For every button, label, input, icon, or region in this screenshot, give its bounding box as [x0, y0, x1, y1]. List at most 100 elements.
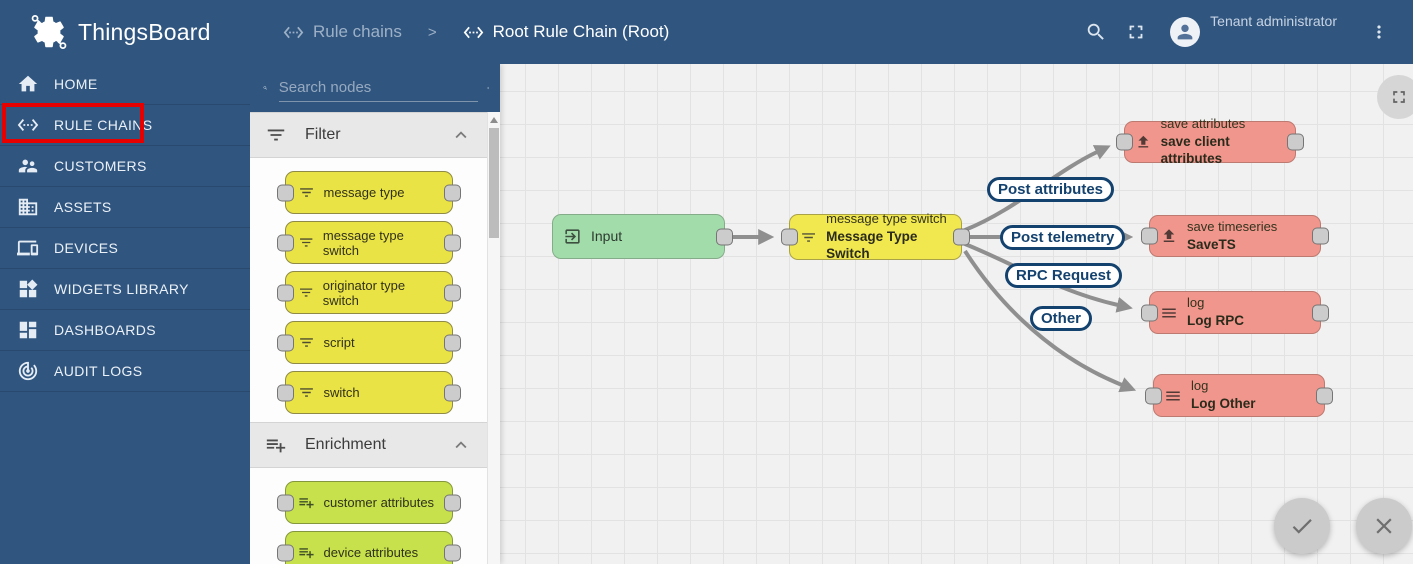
- node-input-connector[interactable]: [781, 228, 798, 246]
- canvas-node-message-type-switch[interactable]: message type switch Message Type Switch: [781, 211, 970, 261]
- palette-node-switch[interactable]: switch: [276, 371, 461, 414]
- sidebar-item-customers[interactable]: CUSTOMERS: [0, 146, 250, 187]
- scrollbar-thumb[interactable]: [489, 128, 499, 238]
- canvas-node-savets[interactable]: save timeseries SaveTS: [1141, 215, 1329, 257]
- node-output-connector[interactable]: [443, 234, 461, 251]
- node-input-connector[interactable]: [1116, 133, 1133, 151]
- rule-chains-icon: [17, 119, 39, 131]
- devices-icon: [17, 240, 39, 256]
- apply-changes-button[interactable]: [1274, 498, 1330, 554]
- node-input-connector[interactable]: [276, 494, 294, 511]
- node-input-connector[interactable]: [276, 234, 294, 251]
- canvas-node-log-other[interactable]: log Log Other: [1145, 374, 1333, 417]
- node-output-connector[interactable]: [443, 384, 461, 401]
- customers-icon: [18, 159, 38, 173]
- sidebar-item-audit-logs[interactable]: AUDIT LOGS: [0, 351, 250, 392]
- palette-node-message-type[interactable]: message type: [276, 171, 461, 214]
- node-output-connector[interactable]: [716, 228, 733, 245]
- palette-node-originator-type-switch[interactable]: originator type switch: [276, 271, 461, 314]
- widgets-icon: [19, 279, 38, 298]
- person-icon: [1177, 24, 1193, 40]
- breadcrumb-rule-chains[interactable]: Rule chains: [283, 22, 402, 43]
- search-icon: [263, 86, 268, 90]
- menu-lines-icon: [1162, 308, 1176, 317]
- palette-node-message-type-switch[interactable]: message type switch: [276, 221, 461, 264]
- avatar[interactable]: [1170, 17, 1201, 47]
- node-input-connector[interactable]: [276, 384, 294, 401]
- sidebar-item-rule-chains[interactable]: RULE CHAINS: [0, 105, 250, 146]
- palette-node-script[interactable]: script: [276, 321, 461, 364]
- node-input-connector[interactable]: [276, 334, 294, 351]
- palette-section-enrichment[interactable]: Enrichment: [250, 422, 487, 468]
- more-menu-button[interactable]: [1359, 12, 1399, 52]
- search-nodes-input[interactable]: [278, 74, 478, 102]
- settings-ethernet-icon: [463, 26, 483, 38]
- node-output-connector[interactable]: [443, 284, 461, 301]
- app-title: ThingsBoard: [78, 18, 211, 45]
- chevron-left-icon[interactable]: [486, 79, 490, 97]
- chevron-up-icon: [455, 441, 467, 449]
- assets-icon: [18, 198, 38, 216]
- sidebar-item-devices[interactable]: DEVICES: [0, 228, 250, 269]
- node-input-connector[interactable]: [1141, 304, 1158, 321]
- edge-label-post-telemetry[interactable]: Post telemetry: [1000, 225, 1126, 250]
- breadcrumb-current[interactable]: Root Rule Chain (Root): [463, 22, 669, 43]
- user-name: Tenant administrator: [1210, 13, 1337, 29]
- breadcrumb: Rule chains > Root Rule Chain (Root): [283, 22, 669, 43]
- sidebar-item-widgets-library[interactable]: WIDGETS LIBRARY: [0, 269, 250, 310]
- node-input-connector[interactable]: [1145, 387, 1162, 404]
- menu-lines-icon: [1166, 391, 1180, 400]
- rule-chain-canvas[interactable]: Input message type switch Message Type S…: [500, 64, 1413, 564]
- node-output-connector[interactable]: [443, 544, 461, 561]
- canvas-node-log-rpc[interactable]: log Log RPC: [1141, 291, 1329, 334]
- fullscreen-button[interactable]: [1116, 12, 1156, 52]
- palette-node-customer-attributes[interactable]: customer attributes: [276, 481, 461, 524]
- palette-body: Filter message type message type switch …: [250, 112, 487, 564]
- canvas-node-save-client-attributes[interactable]: save attributes save client attributes: [1116, 116, 1304, 166]
- node-output-connector[interactable]: [1312, 227, 1329, 245]
- thingsboard-logo[interactable]: ThingsBoard: [0, 0, 250, 64]
- edge-label-rpc-request[interactable]: RPC Request: [1005, 263, 1123, 288]
- node-input-connector[interactable]: [276, 284, 294, 301]
- node-input-connector[interactable]: [276, 184, 294, 201]
- check-icon: [1292, 519, 1312, 534]
- filter-list-icon: [299, 288, 312, 297]
- filter-list-icon: [299, 388, 313, 397]
- node-input-connector[interactable]: [1141, 227, 1158, 245]
- filter-list-icon: [299, 338, 313, 347]
- search-button[interactable]: [1076, 12, 1116, 52]
- node-output-connector[interactable]: [443, 184, 461, 201]
- sidebar-item-dashboards[interactable]: DASHBOARDS: [0, 310, 250, 351]
- edge-label-post-attributes[interactable]: Post attributes: [987, 177, 1115, 202]
- node-output-connector[interactable]: [953, 228, 970, 246]
- palette-scrollbar[interactable]: [487, 112, 500, 564]
- palette-node-device-attributes[interactable]: device attributes: [276, 531, 461, 564]
- decline-changes-button[interactable]: [1356, 498, 1412, 554]
- node-output-connector[interactable]: [1316, 387, 1333, 404]
- canvas-node-input[interactable]: Input: [552, 214, 733, 259]
- node-input-connector[interactable]: [276, 544, 294, 561]
- upload-icon: [1138, 135, 1149, 148]
- node-output-connector[interactable]: [1312, 304, 1329, 321]
- breadcrumb-separator: >: [427, 23, 437, 41]
- fullscreen-icon: [1129, 25, 1143, 39]
- filter-list-icon: [299, 188, 313, 197]
- playlist-add-icon: [266, 439, 286, 453]
- scrollbar-up-icon[interactable]: [490, 117, 498, 123]
- close-icon: [1376, 518, 1392, 534]
- node-output-connector[interactable]: [443, 494, 461, 511]
- search-icon: [1087, 23, 1104, 40]
- gear-icon: [31, 14, 67, 50]
- palette-section-filter[interactable]: Filter: [250, 112, 487, 158]
- node-output-connector[interactable]: [443, 334, 461, 351]
- more-vert-icon: [1377, 25, 1381, 39]
- edge-label-other[interactable]: Other: [1030, 306, 1093, 331]
- node-output-connector[interactable]: [1287, 133, 1304, 151]
- fullscreen-icon: [1393, 91, 1405, 103]
- sidebar-item-home[interactable]: HOME: [0, 64, 250, 105]
- dashboards-icon: [19, 321, 37, 339]
- sidebar-item-assets[interactable]: ASSETS: [0, 187, 250, 228]
- filter-list-icon: [299, 238, 312, 247]
- home-icon: [18, 75, 38, 92]
- canvas-fullscreen-button[interactable]: [1377, 75, 1413, 119]
